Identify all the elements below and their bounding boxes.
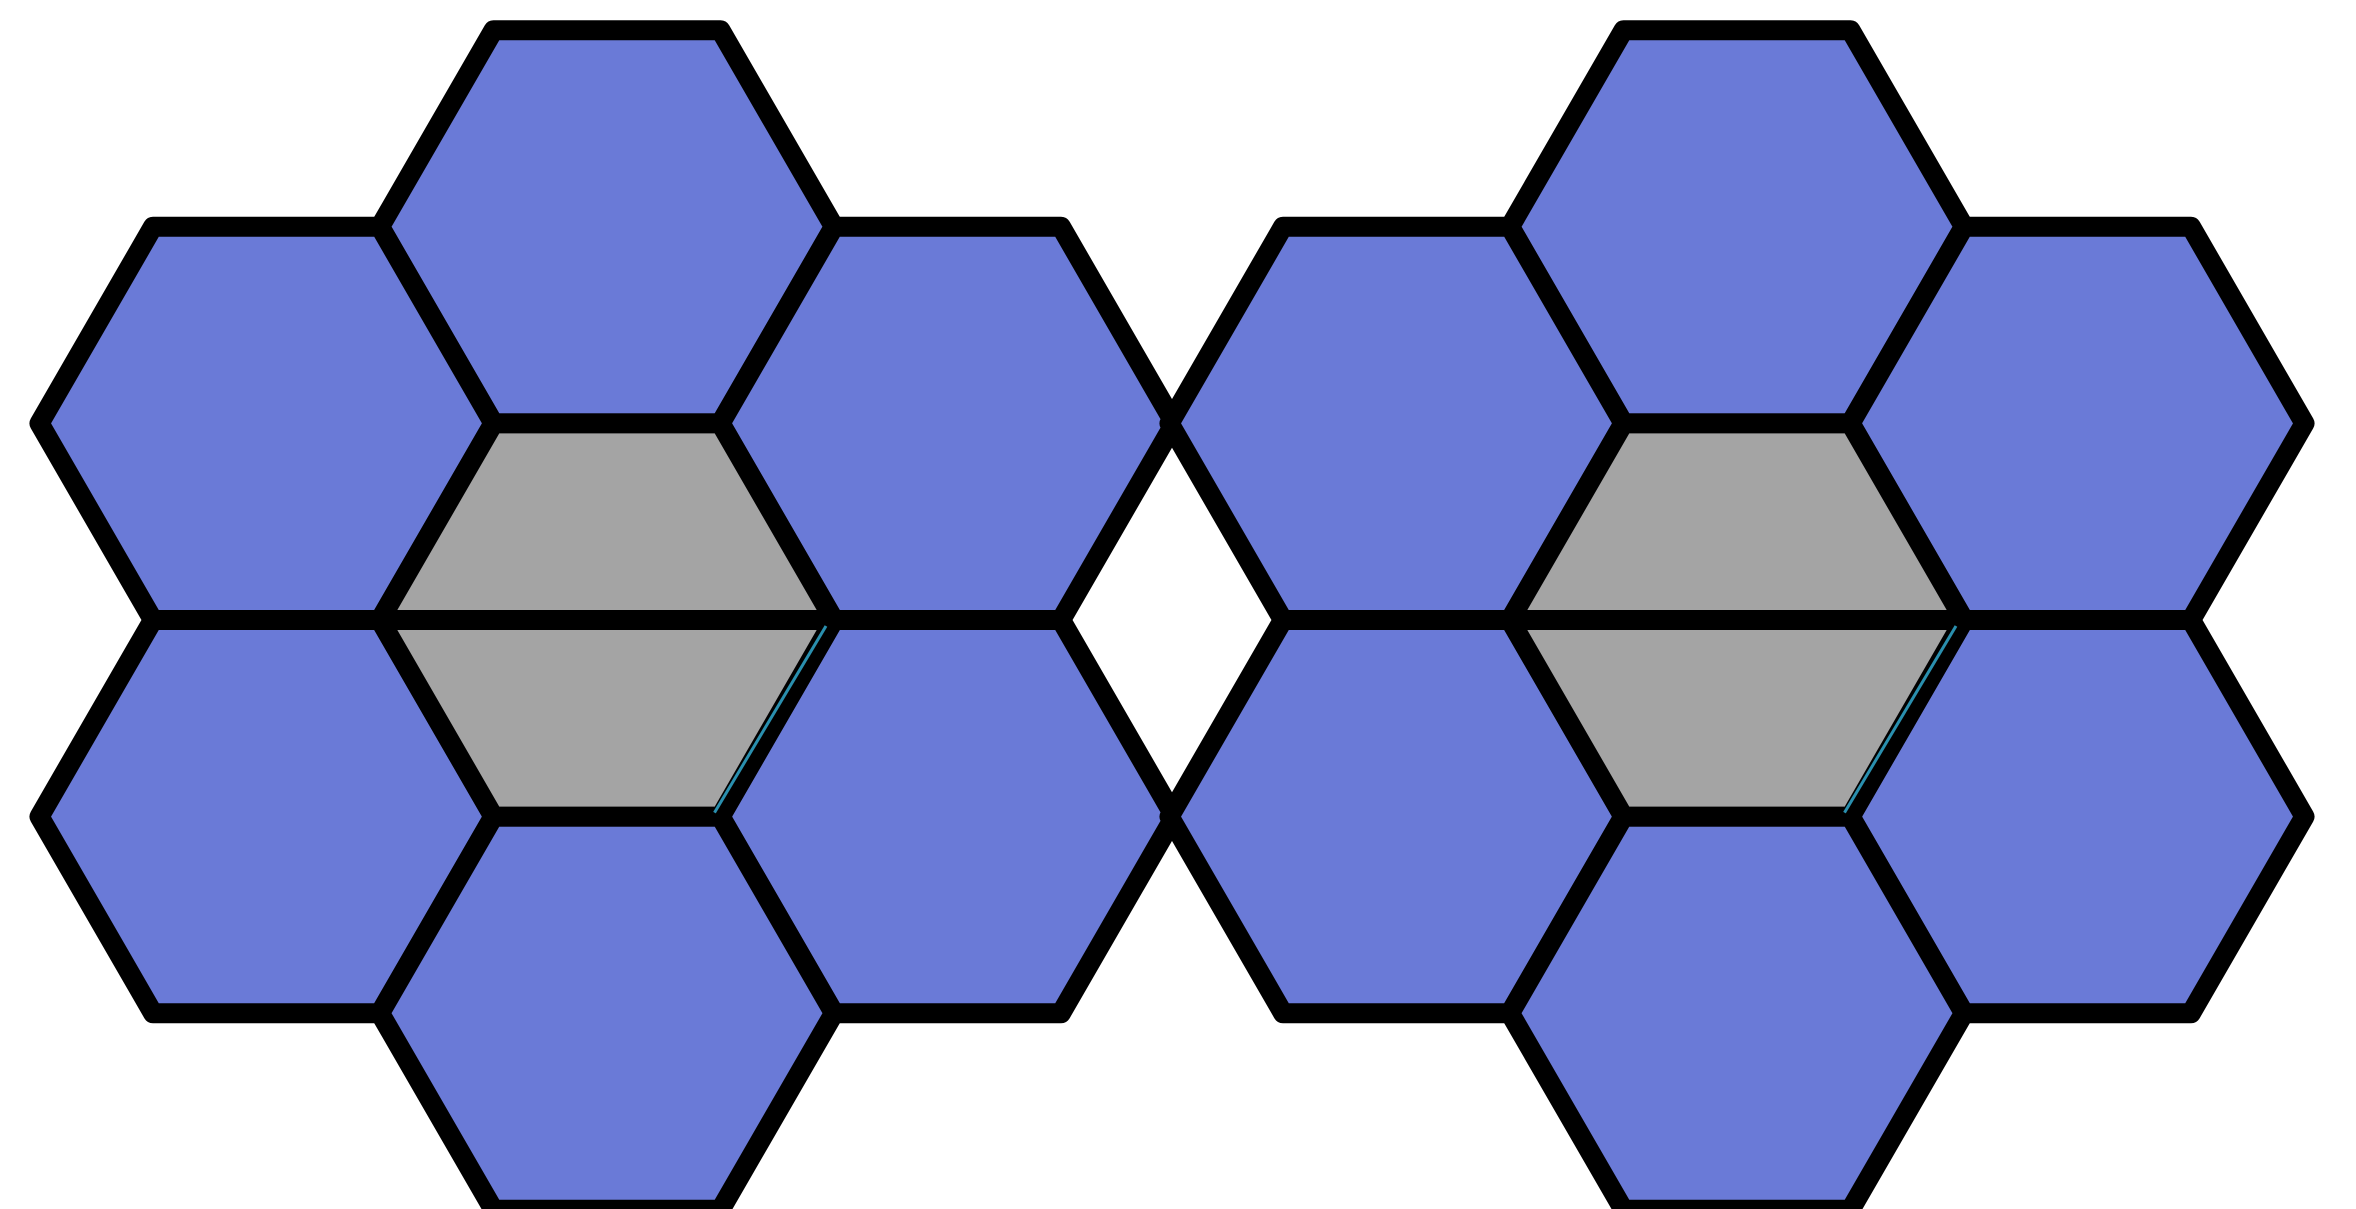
accent-edge	[713, 625, 828, 814]
right-hexagon-flower	[1159, 20, 2315, 1209]
center-half-lower	[1500, 610, 1974, 827]
center-half-lower	[370, 610, 844, 827]
hexagon-bottom	[370, 806, 844, 1209]
hexagon-bottom	[1500, 806, 1974, 1209]
left-hexagon-flower	[29, 20, 1185, 1209]
accent-edge	[1843, 625, 1958, 814]
